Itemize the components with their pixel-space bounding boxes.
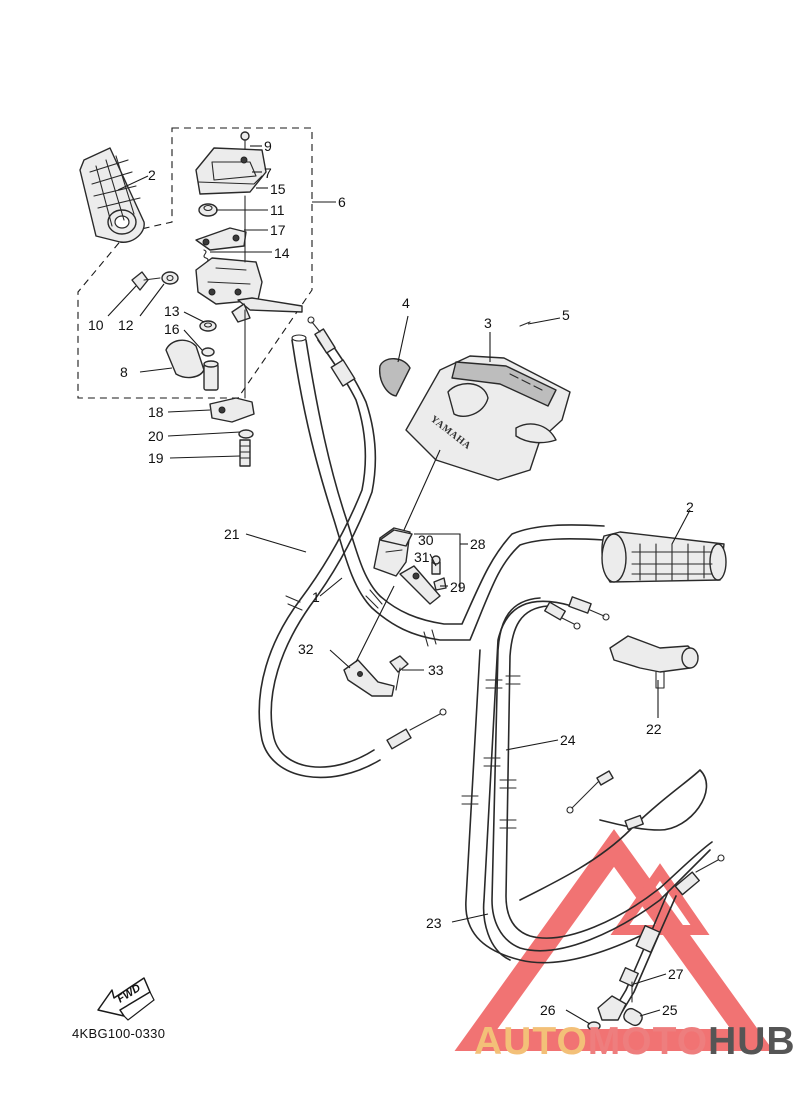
handlebar-cover: YAMAHA bbox=[405, 355, 571, 481]
watermark-logo bbox=[454, 829, 774, 1051]
callout-25: 25 bbox=[662, 1002, 678, 1018]
callout-2-left: 2 bbox=[148, 167, 156, 183]
callout-3: 3 bbox=[484, 315, 492, 331]
callout-4: 4 bbox=[402, 295, 410, 311]
switch-22 bbox=[609, 635, 699, 689]
callout-21: 21 bbox=[224, 526, 240, 542]
callout-22: 22 bbox=[646, 721, 662, 737]
watermark-auto: AUTO bbox=[474, 1020, 588, 1063]
callout-33: 33 bbox=[428, 662, 444, 678]
diagram-code: 4KBG100-0330 bbox=[72, 1026, 165, 1041]
callout-15: 15 bbox=[270, 181, 286, 197]
watermark-hub: HUB bbox=[708, 1020, 796, 1063]
callout-12: 12 bbox=[118, 317, 134, 333]
watermark-moto: MOTO bbox=[588, 1020, 708, 1063]
callout-10: 10 bbox=[88, 317, 104, 333]
callout-32: 32 bbox=[298, 641, 314, 657]
callout-26: 26 bbox=[540, 1002, 556, 1018]
pin bbox=[519, 321, 531, 327]
callouts: 9 2 7 15 6 11 17 14 10 12 13 16 8 18 20 … bbox=[88, 138, 694, 1018]
left-grip bbox=[79, 147, 145, 243]
callout-23: 23 bbox=[426, 915, 442, 931]
callout-18: 18 bbox=[148, 404, 164, 420]
leader-lines bbox=[107, 145, 691, 1025]
callout-11: 11 bbox=[270, 202, 285, 218]
callout-16: 16 bbox=[164, 321, 180, 337]
callout-7: 7 bbox=[264, 165, 272, 181]
callout-1: 1 bbox=[312, 589, 320, 605]
callout-5: 5 bbox=[562, 307, 570, 323]
callout-19: 19 bbox=[148, 450, 164, 466]
handlebar bbox=[291, 334, 605, 647]
throttle-housing-parts bbox=[131, 131, 303, 467]
switch-assembly bbox=[343, 527, 447, 697]
callout-24: 24 bbox=[560, 732, 576, 748]
assembly-6-outline bbox=[77, 127, 313, 399]
right-grip bbox=[601, 531, 727, 583]
fwd-arrow-icon: FWD bbox=[97, 977, 155, 1021]
callout-17: 17 bbox=[270, 222, 286, 238]
throttle-cable bbox=[258, 316, 447, 779]
callout-28: 28 bbox=[470, 536, 486, 552]
parts-25-26-27 bbox=[587, 981, 643, 1031]
callout-9: 9 bbox=[264, 138, 272, 154]
watermark-text: AUTOMOTOHUB bbox=[474, 1020, 796, 1063]
callout-14: 14 bbox=[274, 245, 290, 261]
callout-6: 6 bbox=[338, 194, 346, 210]
callout-20: 20 bbox=[148, 428, 164, 444]
cables-23-24 bbox=[461, 596, 725, 1013]
callout-31: 31 bbox=[414, 549, 430, 565]
callout-2-right: 2 bbox=[686, 499, 694, 515]
emblem bbox=[379, 358, 411, 397]
callout-30: 30 bbox=[418, 532, 434, 548]
callout-27: 27 bbox=[668, 966, 684, 982]
callout-29: 29 bbox=[450, 579, 466, 595]
callout-13: 13 bbox=[164, 303, 180, 319]
callout-8: 8 bbox=[120, 364, 128, 380]
